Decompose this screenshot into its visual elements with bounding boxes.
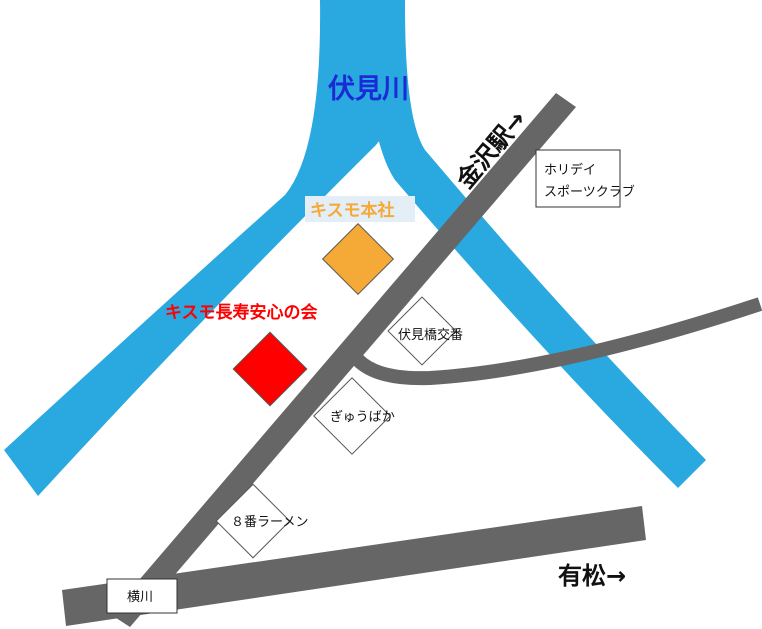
association-marker	[232, 331, 308, 407]
hq-label: キスモ本社	[310, 200, 395, 221]
river-right-branch	[362, 6, 706, 488]
koban-label: 伏見橋交番	[398, 327, 463, 343]
arimatsu-label: 有松→	[558, 562, 626, 590]
river-fushimi	[4, 0, 706, 496]
gyuubaka-marker	[313, 377, 391, 455]
yokokawa-box	[106, 578, 178, 614]
association-label: キスモ長寿安心の会	[165, 302, 318, 323]
hq-label-bg	[305, 196, 415, 222]
sports-club-line1: ホリデイ	[544, 162, 596, 178]
ramen-marker	[215, 483, 291, 559]
river-label: 伏見川	[328, 74, 409, 105]
side-road	[353, 297, 762, 386]
sports-club-line2: スポーツクラブ	[544, 184, 635, 200]
sports-club-box	[535, 149, 621, 208]
ramen-label: ８番ラーメン	[231, 515, 308, 530]
gyuubaka-label: ぎゅうばか	[330, 410, 395, 425]
river-left-branch	[4, 0, 405, 496]
highway-arimatsu	[62, 506, 646, 626]
yokokawa-label: 横川	[127, 590, 153, 605]
koban-marker	[387, 296, 457, 366]
hq-marker	[321, 222, 395, 296]
main-road-kanazawa	[110, 93, 576, 627]
